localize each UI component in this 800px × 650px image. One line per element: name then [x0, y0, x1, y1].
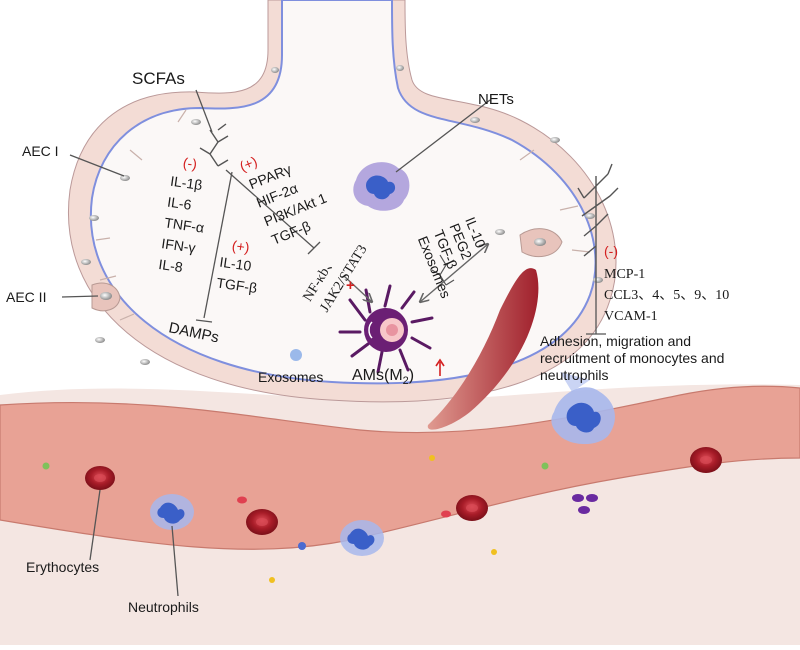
- inhibit-sign: (-): [182, 154, 198, 172]
- m2-secreted-items: IL-10PEG2TGF-βExosomes: [415, 215, 502, 301]
- arrow-lines: [343, 244, 488, 302]
- scfas-label: SCFAs: [132, 69, 185, 88]
- nets-cell: [353, 162, 410, 211]
- promote-item-1: TGF-β: [216, 274, 259, 296]
- promote-items: IL-10TGF-β: [216, 254, 261, 296]
- aec2-cell: [91, 282, 121, 312]
- neutrophil-migrating: [551, 372, 615, 445]
- capillary-wall: [427, 268, 539, 430]
- nfkb-plus: +: [346, 277, 355, 294]
- macrophage-label: AMs(M2): [352, 367, 414, 387]
- exosomes-label: Exosomes: [258, 369, 323, 385]
- pathway-sign: (+): [237, 153, 259, 174]
- alveolar-macrophage: [338, 284, 434, 374]
- right-item-0: MCP-1: [604, 267, 645, 282]
- promote-sign: (+): [231, 237, 251, 255]
- effect-line-1: recruitment of monocytes and: [540, 350, 724, 366]
- inhibit-item-1: IL-6: [166, 194, 192, 213]
- inhibit-item-4: IL-8: [158, 256, 184, 275]
- right-item-2: VCAM-1: [604, 309, 658, 324]
- connector-lines: [61, 89, 606, 597]
- neutrophils-group: [150, 372, 615, 556]
- inhibit-item-2: TNF-α: [163, 214, 205, 235]
- up-arrow-icon: [435, 358, 445, 376]
- exosome-dot: [290, 349, 302, 361]
- vessel-particles: [42, 455, 598, 583]
- inhibit-item-3: IFN-γ: [161, 235, 197, 256]
- effect-line-2: neutrophils: [540, 367, 609, 383]
- scfa-molecule-icon: [199, 123, 229, 167]
- aec1-label: AEC I: [22, 143, 59, 159]
- promote-item-0: IL-10: [219, 254, 253, 274]
- inhibit-item-0: IL-1β: [169, 173, 203, 193]
- aec2-label: AEC II: [6, 289, 46, 305]
- erythocytes-label: Erythocytes: [26, 559, 99, 575]
- m2-secreted-group: IL-10PEG2TGF-βExosomes: [415, 215, 502, 301]
- inhibit-items: IL-1βIL-6TNF-αIFN-γIL-8: [158, 173, 212, 278]
- neutrophil: [150, 494, 194, 530]
- scfa-molecule-right-icon: [577, 163, 619, 300]
- right-item-1: CCL3、4、5、9、10: [604, 288, 729, 303]
- neutrophils-label: Neutrophils: [128, 599, 199, 615]
- promote-cytokine-group: (+) IL-10TGF-β: [216, 237, 261, 296]
- right-panel-sign: (-): [604, 243, 618, 259]
- aec2-cell-right: [495, 228, 563, 258]
- erythrocytes-group: [85, 447, 722, 535]
- nets-label: NETs: [478, 91, 514, 108]
- inhibit-cytokine-group: (-) IL-1βIL-6TNF-αIFN-γIL-8: [158, 154, 212, 278]
- effect-line-0: Adhesion, migration and: [540, 333, 691, 349]
- neutrophil: [340, 520, 384, 556]
